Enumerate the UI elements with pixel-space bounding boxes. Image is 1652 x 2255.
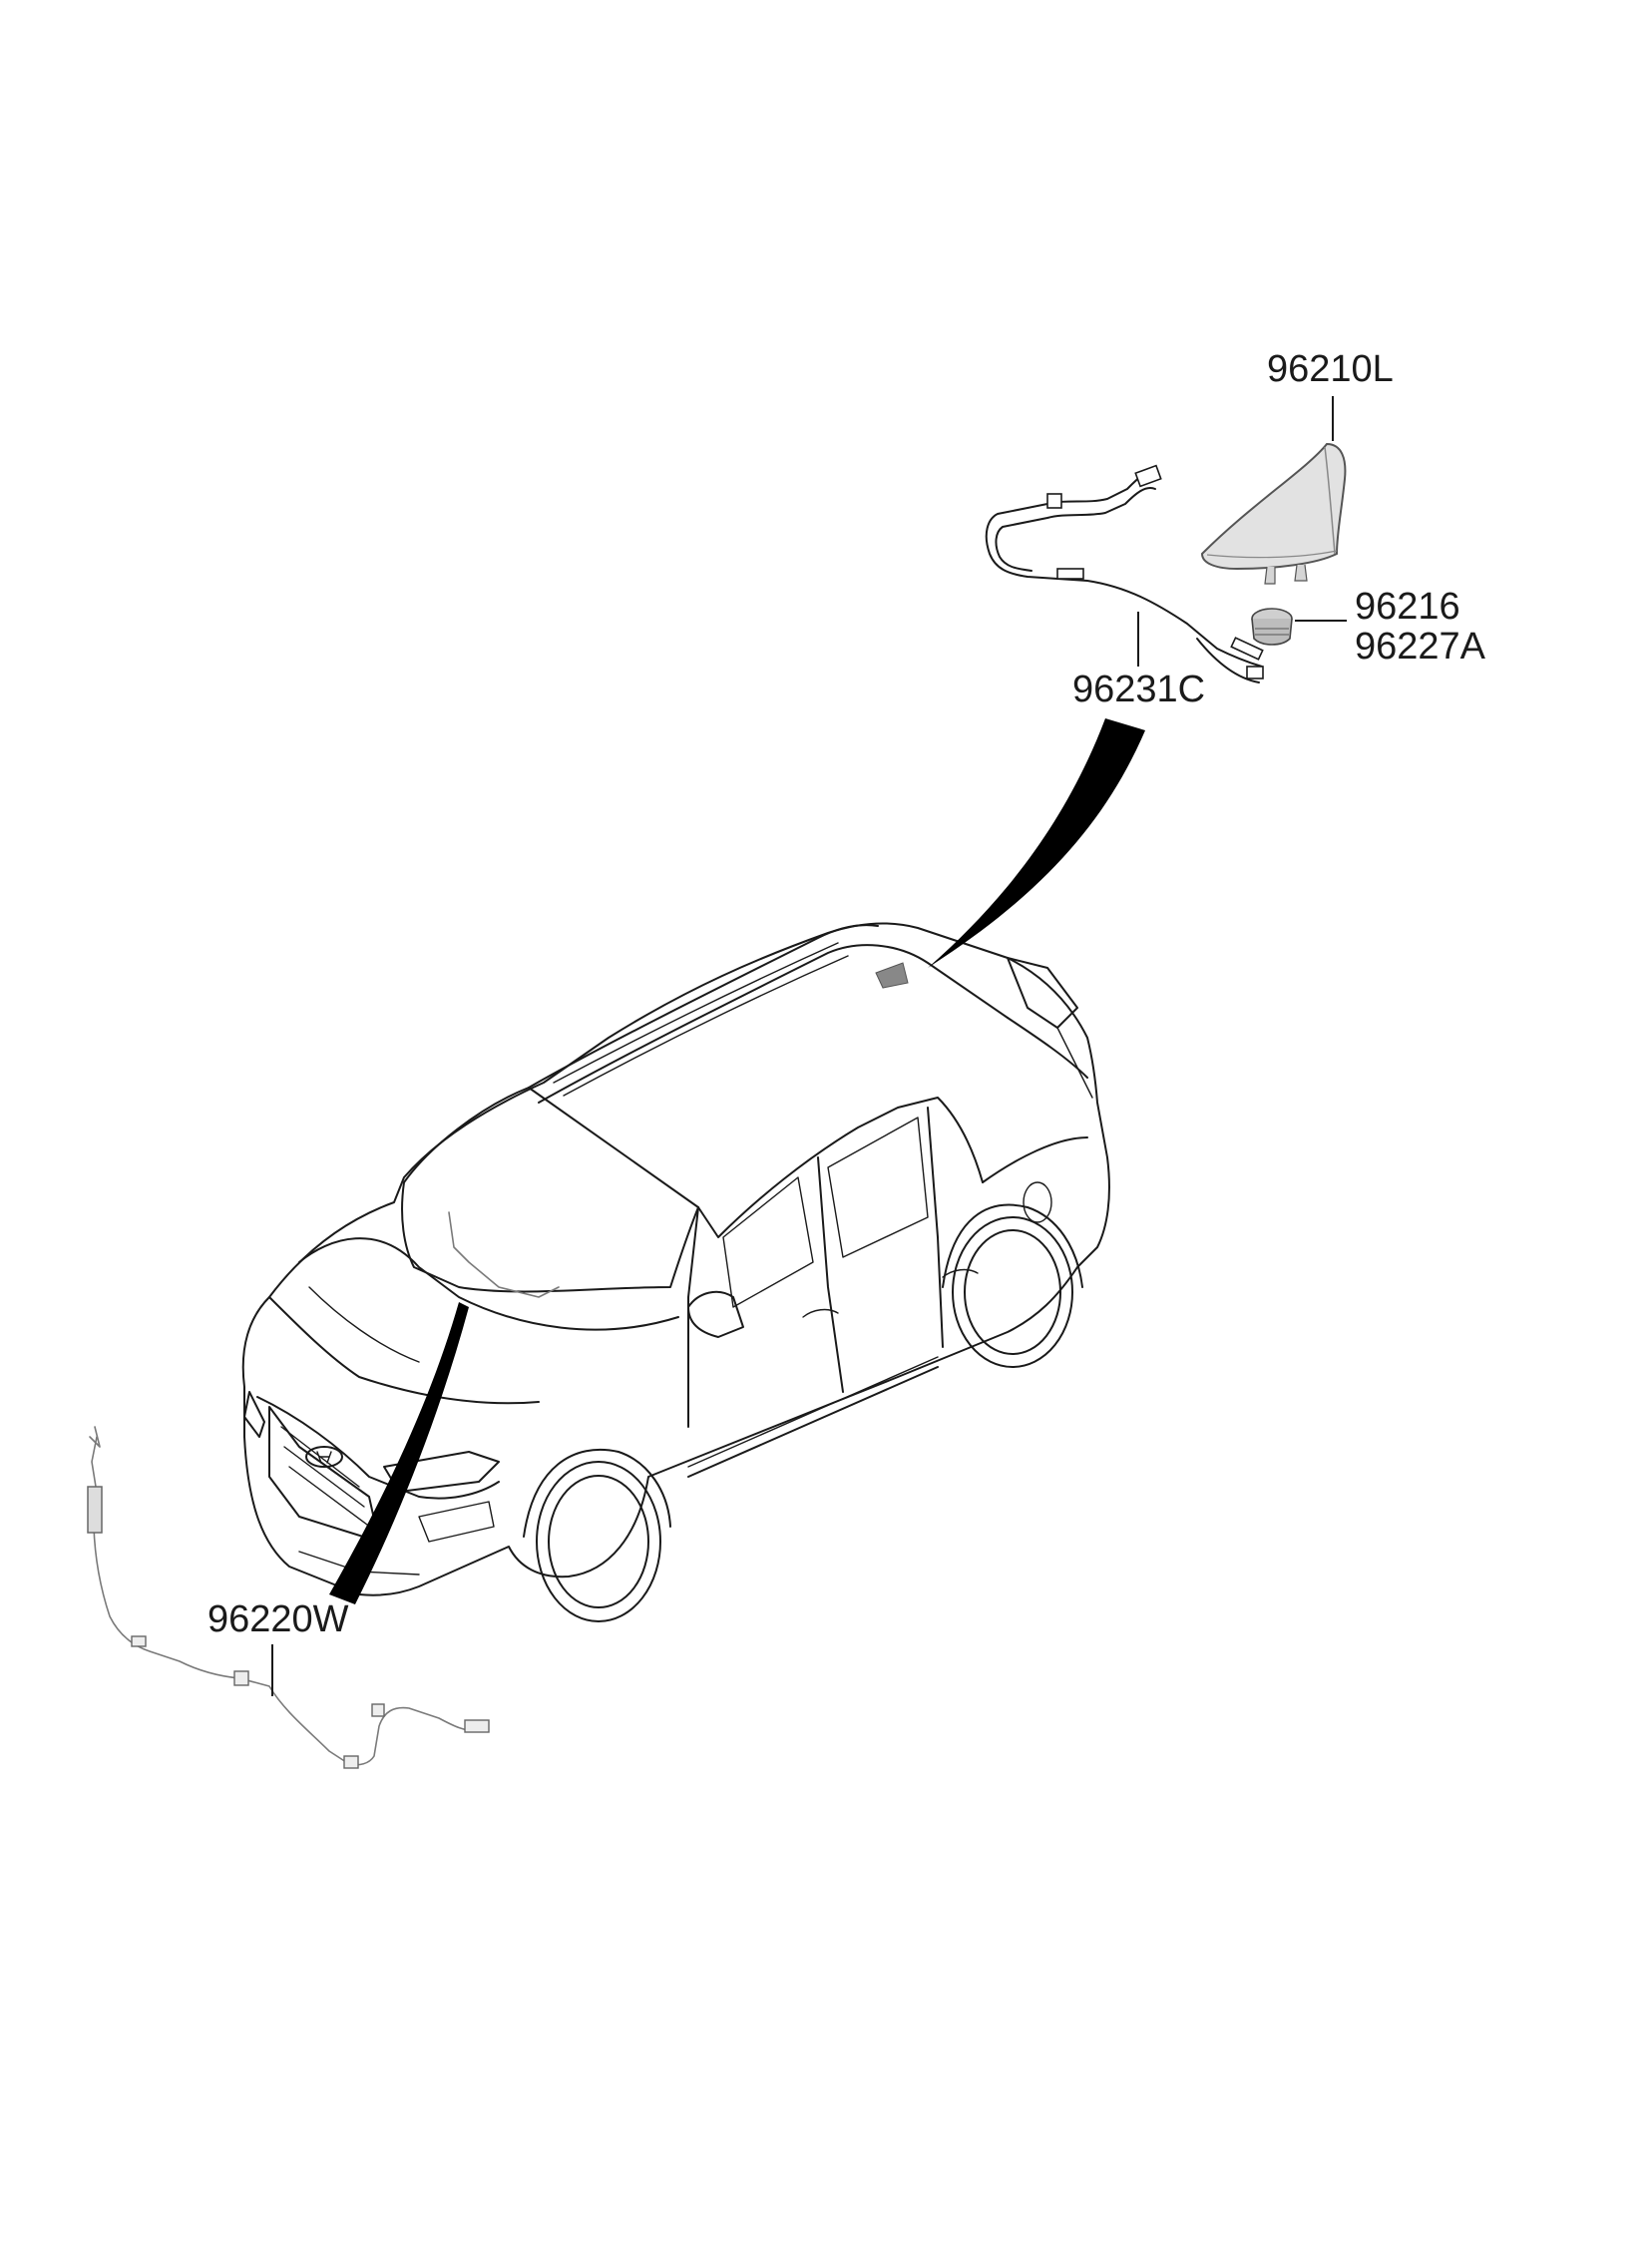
part-label-96210L: 96210L — [1267, 348, 1394, 390]
part-label-96220W: 96220W — [207, 1598, 349, 1640]
part-label-96227A: 96227A — [1355, 626, 1486, 668]
pointer-roof-cable — [928, 718, 1145, 968]
pointer-windshield-cable — [329, 1302, 469, 1604]
shark-fin-antenna — [1200, 442, 1347, 585]
vehicle-illustration — [241, 922, 1110, 1622]
roof-feeder-cable — [985, 464, 1264, 683]
windshield-feeder-cable — [87, 1426, 490, 1769]
antenna-gasket — [1251, 608, 1293, 646]
roof-antenna-marker — [875, 962, 909, 989]
part-label-96216: 96216 — [1355, 586, 1460, 628]
part-label-96231C: 96231C — [1072, 669, 1205, 710]
